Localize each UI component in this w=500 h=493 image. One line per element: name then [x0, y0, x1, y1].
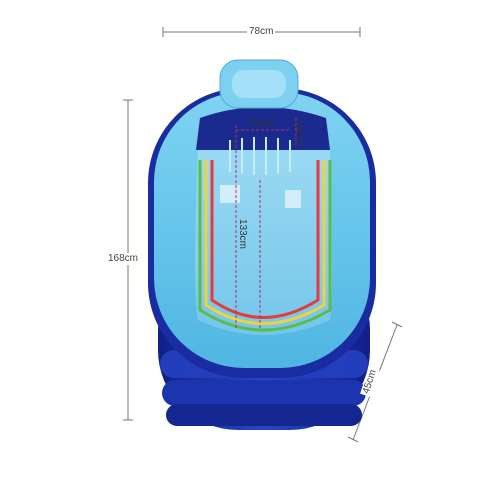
inner-dimension-lines: [235, 118, 297, 330]
length-outer-label: 168cm: [106, 253, 141, 265]
length-inner-label: 133cm: [237, 218, 249, 250]
width-inner-label: 53cm: [250, 118, 275, 129]
headrest-pillow: [219, 59, 299, 109]
width-outer-label: 78cm: [247, 26, 276, 38]
tub-floor: [195, 137, 332, 335]
depth-inner-label: 44cm: [293, 121, 305, 147]
